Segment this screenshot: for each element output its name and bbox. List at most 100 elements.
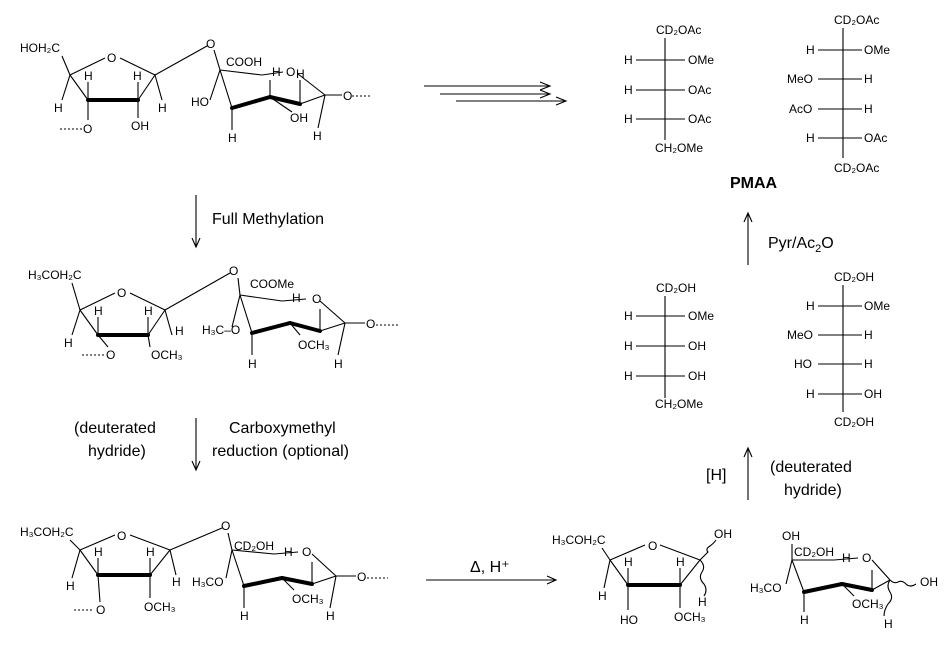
- svg-text:COOH: COOH: [226, 55, 262, 69]
- svg-text:OMe: OMe: [864, 299, 890, 313]
- svg-text:H: H: [248, 357, 257, 371]
- svg-text:H: H: [624, 339, 633, 353]
- svg-text:H: H: [172, 575, 181, 589]
- hydrolyzed-furanose: O H₃COH₂C H H HO H OCH₃ OH H: [552, 527, 732, 627]
- svg-text:H: H: [800, 613, 809, 627]
- svg-text:O: O: [106, 348, 115, 362]
- svg-text:OH: OH: [864, 387, 882, 401]
- svg-text:Δ, H⁺: Δ, H⁺: [470, 559, 510, 576]
- svg-text:HO: HO: [191, 95, 209, 109]
- ring-oxygen: O: [107, 51, 116, 65]
- svg-text:H₃COH₂C: H₃COH₂C: [552, 533, 606, 547]
- svg-text:OCH₃: OCH₃: [151, 348, 183, 362]
- svg-text:Carboxymethyl: Carboxymethyl: [229, 420, 336, 437]
- svg-text:H: H: [806, 43, 815, 57]
- svg-text:O: O: [83, 122, 92, 136]
- alditol-left: CD₂OH H OMe H OH H OH CH₂OMe: [624, 281, 714, 411]
- svg-text:CD₂OH: CD₂OH: [234, 539, 274, 553]
- svg-text:CH₂OMe: CH₂OMe: [655, 141, 703, 155]
- svg-text:OCH₃: OCH₃: [144, 600, 176, 614]
- hoh2c-label: HOH₂C: [20, 41, 60, 55]
- svg-text:HO: HO: [620, 613, 638, 627]
- svg-text:MeO: MeO: [787, 328, 813, 342]
- svg-text:O: O: [117, 286, 126, 300]
- svg-text:O: O: [206, 37, 215, 51]
- svg-text:H: H: [146, 545, 155, 559]
- svg-text:O: O: [286, 65, 295, 79]
- svg-text:Pyr/Ac2O: Pyr/Ac2O: [768, 235, 834, 255]
- svg-text:H: H: [624, 112, 633, 126]
- svg-text:CD₂OH: CD₂OH: [834, 415, 874, 429]
- svg-text:O: O: [648, 539, 657, 553]
- svg-text:(deuterated: (deuterated: [770, 459, 852, 476]
- svg-text:H: H: [624, 369, 633, 383]
- svg-text:OH: OH: [782, 529, 800, 543]
- alditol-right: CD₂OH H OMe MeO H HO H H OH CD₂OH: [787, 270, 890, 429]
- svg-text:O: O: [312, 292, 321, 306]
- svg-text:H: H: [842, 551, 851, 565]
- hydrolysis-step: Δ, H⁺: [426, 559, 558, 585]
- svg-text:H: H: [66, 579, 75, 593]
- svg-text:CD₂OAc: CD₂OAc: [834, 13, 879, 27]
- svg-text:H: H: [94, 304, 103, 318]
- svg-text:OAc: OAc: [688, 83, 711, 97]
- svg-text:H: H: [598, 589, 607, 603]
- svg-text:H: H: [698, 595, 707, 609]
- svg-text:H: H: [676, 555, 685, 569]
- svg-text:H: H: [133, 69, 142, 83]
- svg-text:H: H: [864, 102, 873, 116]
- pyr-ac-label: Pyr/Ac: [768, 235, 815, 252]
- svg-text:OH: OH: [131, 119, 149, 133]
- svg-text:HO: HO: [794, 357, 812, 371]
- svg-text:CH₂OMe: CH₂OMe: [655, 397, 703, 411]
- svg-text:H: H: [806, 131, 815, 145]
- svg-text:OH: OH: [688, 369, 706, 383]
- carboxymethyl-reduction-step: (deuterated hydride) Carboxymethyl reduc…: [74, 418, 349, 472]
- svg-text:H: H: [158, 101, 167, 115]
- svg-text:O: O: [357, 570, 366, 584]
- svg-text:O: O: [862, 551, 871, 565]
- svg-text:H: H: [864, 72, 873, 86]
- svg-text:O: O: [96, 603, 105, 617]
- svg-text:H₃C–O: H₃C–O: [202, 323, 240, 337]
- svg-text:H₃CO: H₃CO: [192, 575, 224, 589]
- svg-text:H₃COH₂C: H₃COH₂C: [20, 525, 74, 539]
- svg-text:H: H: [296, 67, 305, 81]
- alditol-reduction-step: [H] (deuterated hydride): [706, 446, 852, 500]
- svg-text:CD₂OAc: CD₂OAc: [834, 161, 879, 175]
- svg-text:H: H: [624, 309, 633, 323]
- svg-text:OH: OH: [714, 527, 732, 541]
- svg-text:OCH₃: OCH₃: [292, 592, 324, 606]
- svg-text:OH: OH: [290, 111, 308, 125]
- svg-text:H: H: [54, 101, 63, 115]
- svg-text:H: H: [313, 129, 322, 143]
- svg-text:OMe: OMe: [688, 309, 714, 323]
- svg-text:OCH₃: OCH₃: [674, 610, 706, 624]
- svg-text:(deuterated: (deuterated: [74, 420, 156, 437]
- svg-text:O: O: [221, 519, 230, 533]
- svg-text:H: H: [864, 357, 873, 371]
- svg-text:OH: OH: [688, 339, 706, 353]
- hydrolyzed-pyranose: OH O CD₂OH H H₃CO H OCH₃ OH H: [750, 529, 938, 631]
- svg-text:H: H: [326, 609, 335, 623]
- reduced-disaccharide: O H₃COH₂C H H O H OCH₃ H O O CD₂OH H H₃C…: [20, 519, 388, 623]
- svg-text:H₃CO: H₃CO: [750, 581, 782, 595]
- native-disaccharide: O HOH₂C H H O H OH H O O COOH H HO H: [20, 37, 372, 145]
- svg-text:MeO: MeO: [787, 72, 813, 86]
- svg-text:H: H: [334, 357, 343, 371]
- svg-text:H: H: [144, 304, 153, 318]
- svg-text:hydride): hydride): [784, 482, 842, 499]
- svg-text:OMe: OMe: [688, 53, 714, 67]
- svg-text:O: O: [302, 545, 311, 559]
- pmaa-label: PMAA: [730, 175, 778, 192]
- svg-text:AcO: AcO: [789, 102, 812, 116]
- full-methylation-label: Full Methylation: [212, 211, 324, 228]
- svg-text:OAc: OAc: [688, 112, 711, 126]
- svg-text:CD₂OAc: CD₂OAc: [656, 23, 701, 37]
- svg-text:H: H: [240, 609, 249, 623]
- svg-text:H: H: [884, 617, 893, 631]
- svg-text:O: O: [229, 264, 238, 278]
- svg-text:H: H: [806, 387, 815, 401]
- svg-text:H: H: [806, 299, 815, 313]
- svg-text:OCH₃: OCH₃: [852, 597, 884, 611]
